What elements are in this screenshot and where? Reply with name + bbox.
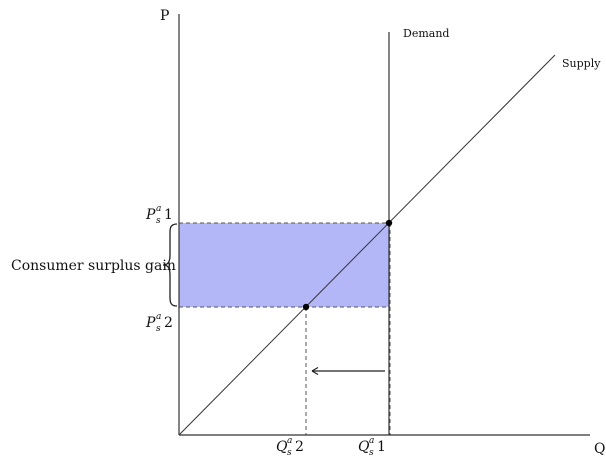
svg-text:a: a (156, 312, 161, 322)
equilibrium-point-low (302, 303, 310, 311)
svg-text:s: s (369, 448, 374, 457)
quantity-label-q2: Q a s 2 (276, 436, 304, 457)
svg-text:2: 2 (164, 315, 173, 331)
x-axis-label: Q (594, 441, 605, 457)
surplus-brace-icon (162, 223, 178, 307)
price-label-low: P a s 2 (145, 312, 173, 334)
svg-text:P: P (145, 207, 156, 223)
left-arrow-icon (311, 366, 385, 376)
svg-text:Q: Q (276, 439, 288, 455)
svg-text:a: a (156, 204, 161, 214)
svg-text:P: P (145, 315, 156, 331)
y-axis-label: P (160, 8, 169, 24)
svg-text:a: a (287, 436, 292, 446)
equilibrium-point-high (385, 219, 393, 227)
svg-text:a: a (369, 436, 374, 446)
svg-text:s: s (287, 448, 292, 457)
svg-text:Q: Q (358, 439, 370, 455)
consumer-surplus-area (179, 223, 390, 307)
svg-text:1: 1 (377, 439, 386, 455)
quantity-label-q1: Q a s 1 (358, 436, 386, 457)
price-label-high: P a s 1 (145, 204, 173, 226)
supply-curve (178, 54, 556, 436)
svg-text:1: 1 (164, 207, 173, 223)
svg-text:s: s (156, 324, 161, 334)
svg-text:2: 2 (295, 439, 304, 455)
consumer-surplus-gain-label: Consumer surplus gain (11, 258, 176, 274)
svg-text:s: s (156, 216, 161, 226)
supply-label: Supply (562, 57, 601, 70)
demand-label: Demand (403, 27, 449, 40)
